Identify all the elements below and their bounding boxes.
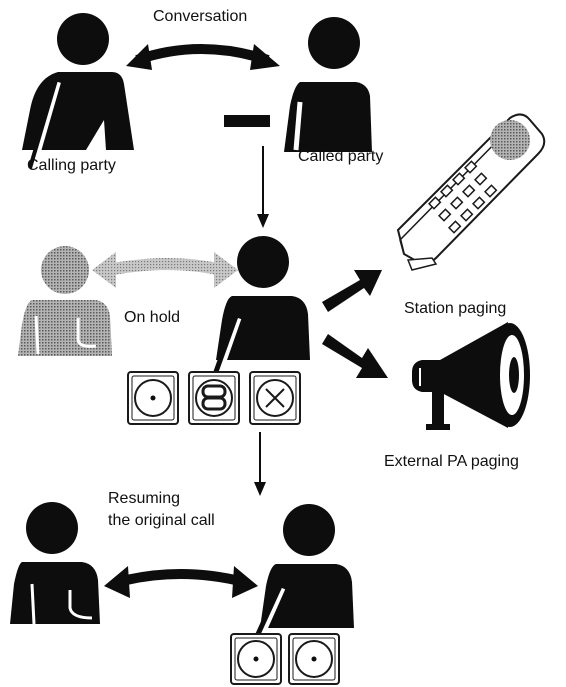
arrow-to-external-paging	[322, 334, 388, 378]
resume-key-row	[231, 634, 339, 684]
resuming-label-line1: Resuming	[108, 490, 180, 508]
resumed-caller-figure	[10, 502, 100, 624]
calling-party-figure	[22, 13, 134, 172]
called-party-figure	[284, 17, 372, 152]
flow-arrow-down-1	[257, 146, 269, 228]
hold-key[interactable]	[189, 372, 239, 424]
resuming-label-line2: the original call	[108, 512, 215, 530]
station-paging-label: Station paging	[404, 300, 506, 318]
held-party-figure	[18, 246, 112, 356]
on-hold-label: On hold	[124, 309, 180, 327]
hold-key-row	[128, 372, 300, 424]
conversation-arrow	[126, 44, 280, 70]
pager-icon	[398, 114, 544, 270]
arrow-to-station-paging	[322, 270, 382, 312]
conversation-label: Conversation	[153, 8, 247, 26]
handset-bar	[224, 115, 270, 127]
resume-arrow	[104, 566, 258, 598]
megaphone-icon	[412, 322, 530, 430]
dot-key[interactable]	[128, 372, 178, 424]
calling-party-label: Calling party	[27, 157, 116, 175]
called-party-label: Called party	[298, 148, 383, 166]
flow-arrow-down-2	[254, 432, 266, 496]
on-hold-arrow	[92, 252, 238, 288]
external-pa-paging-label: External PA paging	[384, 453, 519, 471]
dot-key[interactable]	[231, 634, 281, 684]
x-key[interactable]	[250, 372, 300, 424]
dot-key[interactable]	[289, 634, 339, 684]
